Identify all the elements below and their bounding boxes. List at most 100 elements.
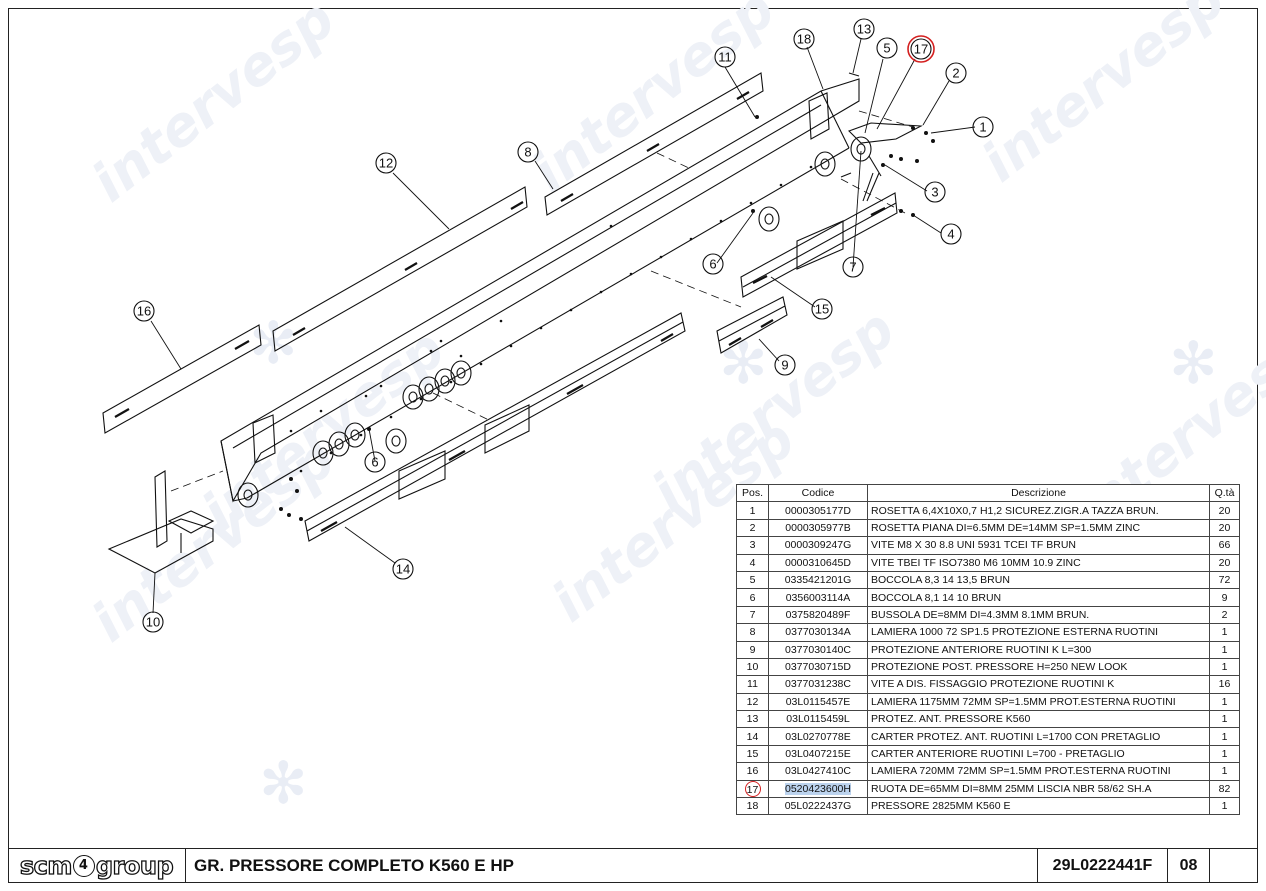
code-cell-text: 03L0115459L	[786, 713, 850, 726]
protection-9	[716, 296, 788, 354]
pos-cell-text: 17	[744, 780, 761, 797]
description-cell: VITE A DIS. FISSAGGIO PROTEZIONE RUOTINI…	[867, 675, 1210, 694]
qty-cell: 82	[1209, 779, 1240, 799]
svg-text:11: 11	[718, 50, 732, 65]
description-cell-text: LAMIERA 1175MM 72MM SP=1.5MM PROT.ESTERN…	[871, 695, 1176, 708]
svg-text:16: 16	[137, 304, 151, 319]
description-cell: PROTEZIONE POST. PRESSORE H=250 NEW LOOK	[867, 657, 1210, 677]
qty-cell: 1	[1209, 640, 1240, 659]
balloon-11: 11	[714, 46, 736, 68]
description-cell-text: LAMIERA 720MM 72MM SP=1.5MM PROT.ESTERNA…	[871, 765, 1171, 778]
pos-cell: 1	[736, 501, 769, 520]
plate-16	[102, 324, 262, 434]
logo-emblem-icon: 4	[72, 855, 95, 877]
drawing-sheet: intervesp intervesp intervesp intervesp …	[8, 0, 1266, 883]
qty-cell: 20	[1209, 501, 1240, 520]
title-block: scm 4 group GR. PRESSORE COMPLETO K560 E…	[8, 848, 1258, 883]
svg-text:9: 9	[781, 358, 788, 373]
description-cell: VITE M8 X 30 8.8 UNI 5931 TCEI TF BRUN	[867, 536, 1210, 555]
qty-cell: 2	[1209, 605, 1240, 625]
code-cell: 0377031238C	[768, 675, 868, 694]
code-cell: 0520423600H	[768, 779, 868, 799]
balloon-4: 4	[940, 223, 962, 245]
description-cell-text: VITE M8 X 30 8.8 UNI 5931 TCEI TF BRUN	[871, 539, 1077, 552]
code-cell-text: 0356003114A	[785, 591, 851, 604]
balloon-17-highlighted: 17	[907, 35, 935, 63]
code-cell: 0375820489F	[768, 605, 868, 625]
pos-cell-text: 6	[749, 591, 756, 604]
code-cell: 0000310645D	[768, 553, 868, 572]
description-cell-text: CARTER ANTERIORE RUOTINI L=700 - PRETAGL…	[871, 748, 1125, 761]
pos-cell-text: 3	[749, 539, 756, 552]
pressure-beam	[220, 72, 860, 503]
balloon-3: 3	[924, 181, 946, 203]
pos-cell: 18	[736, 797, 769, 816]
balloon-9: 9	[774, 354, 796, 376]
qty-cell-text: 1	[1221, 713, 1228, 726]
code-cell: 0356003114A	[768, 588, 868, 607]
description-cell-text: PROTEZIONE POST. PRESSORE H=250 NEW LOOK	[871, 661, 1128, 674]
pos-cell-text: 16	[746, 765, 759, 778]
pos-cell-text: 9	[749, 643, 756, 656]
description-cell: LAMIERA 1175MM 72MM SP=1.5MM PROT.ESTERN…	[867, 692, 1210, 712]
header-pos: Pos.	[736, 483, 769, 503]
description-cell-text: CARTER PROTEZ. ANT. RUOTINI L=1700 CON P…	[871, 730, 1161, 743]
leader-lines	[150, 38, 976, 614]
code-cell: 03L0270778E	[768, 727, 868, 746]
svg-text:6: 6	[371, 455, 378, 470]
description-cell: LAMIERA 1000 72 SP1.5 PROTEZIONE ESTERNA…	[867, 623, 1210, 642]
code-cell: 0000305977B	[768, 518, 868, 538]
description-cell: PROTEZ. ANT. PRESSORE K560	[867, 710, 1210, 729]
balloon-5: 5	[876, 37, 898, 59]
pos-cell: 2	[736, 518, 769, 538]
description-cell: PRESSORE 2825MM K560 E	[867, 797, 1210, 816]
description-cell-text: RUOTA DE=65MM DI=8MM 25MM LISCIA NBR 58/…	[871, 782, 1152, 795]
assembly-title: GR. PRESSORE COMPLETO K560 E HP	[186, 849, 1038, 883]
svg-text:13: 13	[857, 22, 871, 37]
qty-cell-text: 1	[1221, 626, 1228, 639]
pos-cell: 4	[736, 553, 769, 572]
description-cell-text: ROSETTA 6,4X10X0,7 H1,2 SICUREZ.ZIGR.A T…	[871, 504, 1159, 517]
qty-cell: 72	[1209, 570, 1240, 590]
qty-cell: 1	[1209, 744, 1240, 764]
code-cell: 0377030134A	[768, 623, 868, 642]
pos-cell: 16	[736, 762, 769, 781]
code-cell: 03L0407215E	[768, 744, 868, 764]
code-cell-text: 0377030715D	[785, 661, 851, 674]
pos-cell-text: 2	[749, 521, 756, 534]
center-lines	[170, 110, 914, 492]
scm-group-logo: scm 4 group	[8, 849, 186, 883]
code-cell: 03L0115457E	[768, 692, 868, 712]
balloon-7: 7	[842, 256, 864, 278]
qty-cell: 1	[1209, 657, 1240, 677]
header-code: Codice	[768, 483, 868, 503]
description-cell: BOCCOLA 8,3 14 13,5 BRUN	[867, 570, 1210, 590]
code-cell: 0000309247G	[768, 536, 868, 555]
svg-text:5: 5	[883, 41, 890, 56]
header-description: Descrizione	[867, 483, 1210, 503]
description-cell-text: PROTEZIONE ANTERIORE RUOTINI K L=300	[871, 643, 1092, 656]
plate-8	[544, 72, 764, 216]
svg-text:4: 4	[947, 227, 954, 242]
svg-text:15: 15	[815, 302, 829, 317]
svg-text:12: 12	[379, 156, 393, 171]
pos-cell: 17	[736, 779, 769, 799]
pos-cell: 7	[736, 605, 769, 625]
description-cell: LAMIERA 720MM 72MM SP=1.5MM PROT.ESTERNA…	[867, 762, 1210, 781]
qty-cell-text: 20	[1218, 504, 1231, 517]
qty-cell: 1	[1209, 727, 1240, 746]
pos-cell: 10	[736, 657, 769, 677]
pos-cell: 3	[736, 536, 769, 555]
carter-15	[740, 192, 898, 298]
qty-cell-text: 16	[1218, 678, 1231, 691]
qty-cell: 1	[1209, 692, 1240, 712]
description-cell: BOCCOLA 8,1 14 10 BRUN	[867, 588, 1210, 607]
code-cell-text: 0000309247G	[784, 539, 852, 552]
